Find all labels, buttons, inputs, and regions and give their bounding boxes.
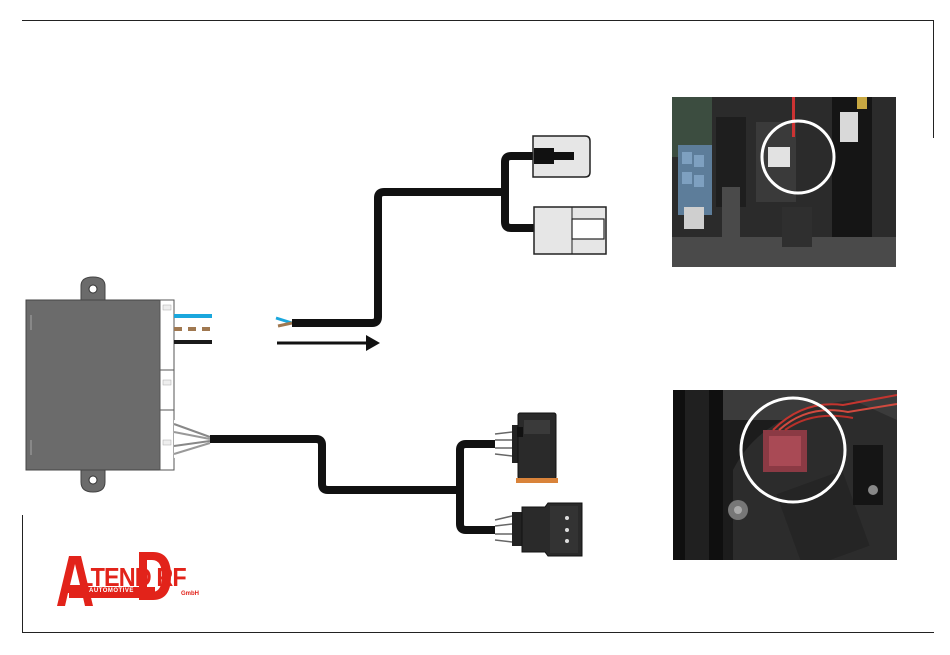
installation-photo-top bbox=[672, 97, 896, 267]
installation-photo-bottom bbox=[673, 390, 897, 560]
module-body bbox=[26, 300, 160, 470]
upper-harness bbox=[276, 156, 535, 326]
loose-wires bbox=[174, 316, 212, 342]
upper-connector-2 bbox=[534, 207, 606, 254]
logo-text-gmbh: GmbH bbox=[181, 591, 199, 597]
logo-text-automotive: AUTOMOTIVE bbox=[89, 588, 134, 594]
module-mount-hole-top bbox=[89, 285, 97, 293]
lower-connector-2 bbox=[512, 503, 582, 556]
direction-arrow bbox=[277, 335, 380, 351]
lower-connector-1 bbox=[512, 413, 558, 483]
upper-connector-1 bbox=[533, 136, 590, 177]
lower-harness-cable bbox=[210, 439, 460, 490]
control-module bbox=[26, 277, 174, 492]
altendorf-logo: LTEND RF AUTOMOTIVE GmbH bbox=[55, 548, 205, 610]
module-mount-hole-bottom bbox=[89, 476, 97, 484]
lower-harness bbox=[174, 420, 512, 542]
upper-harness-cable bbox=[292, 192, 505, 323]
